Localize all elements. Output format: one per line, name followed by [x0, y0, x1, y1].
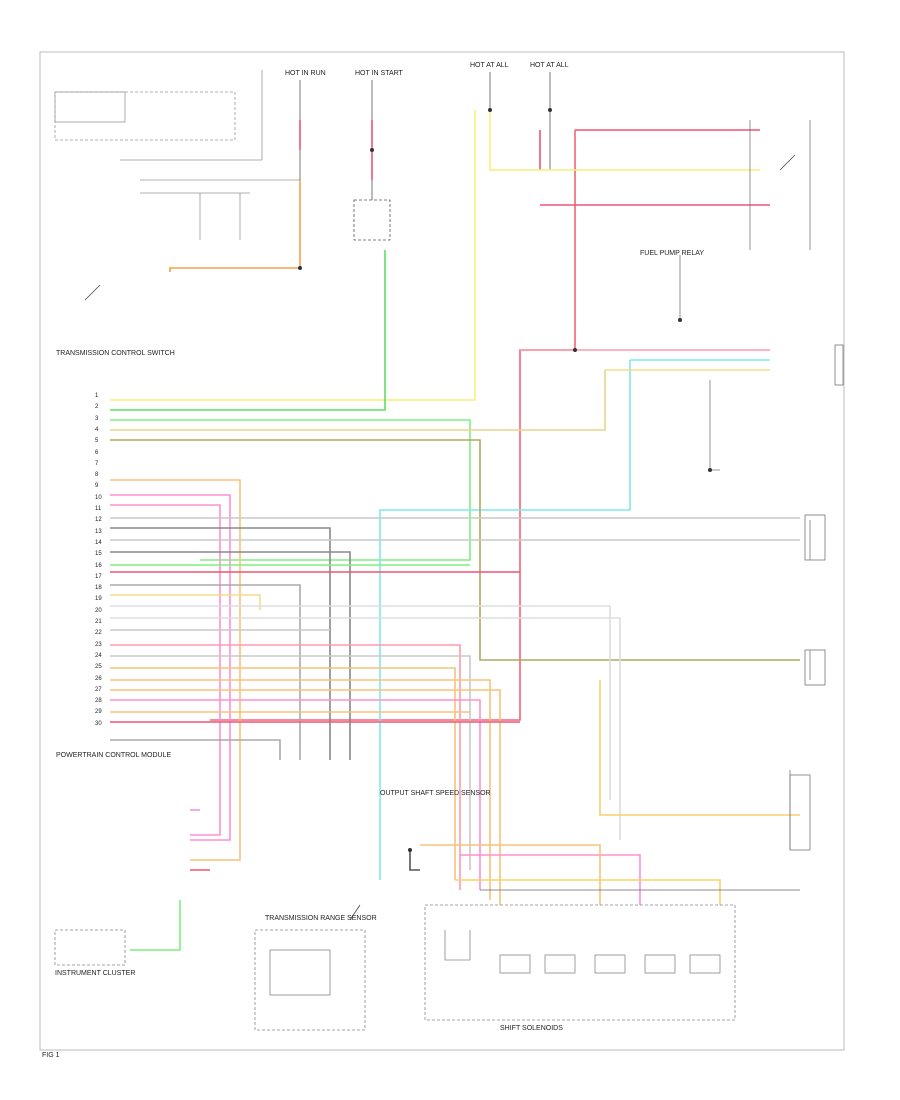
- cluster-box: [54, 929, 126, 966]
- pin-number: 26: [95, 675, 102, 682]
- pin-number: 25: [95, 664, 102, 671]
- pin-number: 28: [95, 698, 102, 705]
- top-left-modules: [54, 70, 300, 240]
- label-powertrain-control: POWERTRAIN CONTROL MODULE: [56, 752, 172, 759]
- pin-number: 22: [95, 630, 102, 637]
- pin-number: 8: [95, 472, 99, 479]
- pin-number: 11: [95, 506, 102, 512]
- transmission-range-sensor: [254, 929, 366, 1031]
- label-transmission-range: TRANSMISSION RANGE SENSOR: [265, 915, 377, 922]
- pin-number: 24: [95, 652, 102, 659]
- pin-number: 10: [95, 494, 102, 501]
- pin-number: 3: [95, 415, 99, 422]
- pin-number: 21: [95, 619, 102, 625]
- pin-number: 6: [95, 449, 99, 456]
- pin-number: 15: [95, 551, 102, 558]
- wire-bundle: [110, 110, 800, 951]
- pin-number: 20: [95, 607, 102, 614]
- right-connectors: [789, 344, 844, 851]
- fuse-columns: [299, 72, 551, 241]
- label-page-mark: FIG 1: [42, 1052, 60, 1059]
- pin-number: 29: [95, 709, 102, 716]
- diagram-frame: [39, 51, 845, 1051]
- label-shift-solenoids: SHIFT SOLENOIDS: [500, 1025, 563, 1032]
- pin-number: 4: [95, 426, 99, 433]
- label-fuel-pump: FUEL PUMP RELAY: [640, 250, 705, 257]
- label-hot-all-2: HOT AT ALL: [530, 62, 569, 69]
- pin-number: 9: [95, 483, 99, 490]
- pin-number: 16: [95, 562, 102, 569]
- pin-number: 7: [95, 460, 99, 467]
- pin-number: 2: [95, 404, 99, 411]
- pin-number: 27: [95, 686, 102, 693]
- pin-number: 1: [95, 393, 99, 399]
- label-cluster: INSTRUMENT CLUSTER: [55, 970, 136, 977]
- pin-number: 17: [95, 573, 102, 580]
- leader-lines: [480, 120, 811, 891]
- label-output-shaft: OUTPUT SHAFT SPEED SENSOR: [380, 790, 491, 797]
- label-transmission-control: TRANSMISSION CONTROL SWITCH: [56, 350, 175, 357]
- label-hot-run: HOT IN RUN: [285, 70, 326, 77]
- splice-dots: [298, 108, 712, 852]
- switch-symbols: [84, 154, 796, 921]
- label-hot-start: HOT IN START: [355, 70, 403, 77]
- pin-number: 12: [95, 517, 102, 524]
- pin-number: 18: [95, 585, 102, 592]
- pin-number: 23: [95, 641, 102, 648]
- pin-number: 14: [95, 539, 102, 546]
- pin-number: 30: [95, 720, 102, 727]
- pin-number: 5: [95, 438, 99, 445]
- label-hot-all-1: HOT AT ALL: [470, 62, 509, 69]
- pin-number: 13: [95, 528, 102, 535]
- solenoid-block: [424, 904, 736, 1021]
- pin-number: 19: [95, 596, 102, 603]
